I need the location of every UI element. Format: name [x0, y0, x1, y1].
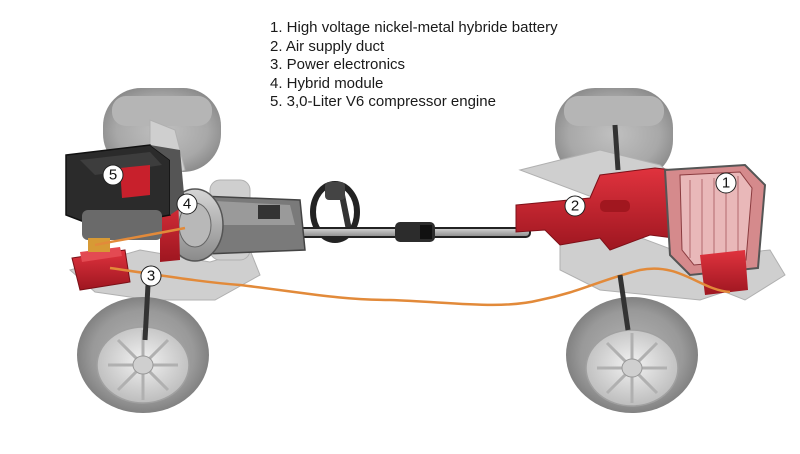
legend-item-air-duct: 2. Air supply duct: [270, 37, 385, 55]
svg-text:5: 5: [109, 167, 117, 184]
hv-battery: [663, 163, 767, 295]
prop-shaft: [289, 222, 531, 242]
legend-item-engine: 5. 3,0-Liter V6 compressor engine: [270, 93, 496, 111]
legend-item-battery: 1. High voltage nickel-metal hybride bat…: [270, 19, 558, 36]
high-voltage-cable: [109, 266, 731, 307]
marker-1: 1: [715, 172, 737, 194]
component-legend: 1. High voltage nickel-metal hybride bat…: [270, 19, 558, 112]
legend-item-power-electronics: 3. Power electronics: [270, 56, 406, 74]
rear-axle-shaft: [612, 124, 631, 331]
front-axle-shaft: [142, 284, 151, 341]
wheel-front-right: [566, 297, 698, 413]
hybrid-module-cable: [94, 226, 186, 247]
marker-5: 5: [102, 164, 124, 186]
svg-text:3: 3: [147, 268, 155, 285]
wheel-front-left: [77, 297, 209, 413]
svg-text:1: 1: [722, 175, 730, 192]
v6-engine: [65, 144, 185, 240]
svg-text:2: 2: [571, 198, 579, 215]
legend-item-hybrid-module: 4. Hybrid module: [270, 74, 384, 92]
svg-text:4: 4: [183, 196, 191, 213]
power-electronics-unit: [71, 238, 131, 291]
air-supply-duct: [515, 167, 691, 251]
marker-3: 3: [140, 265, 162, 287]
marker-4: 4: [176, 193, 198, 215]
marker-2: 2: [564, 195, 586, 217]
steering-column: [310, 181, 360, 243]
